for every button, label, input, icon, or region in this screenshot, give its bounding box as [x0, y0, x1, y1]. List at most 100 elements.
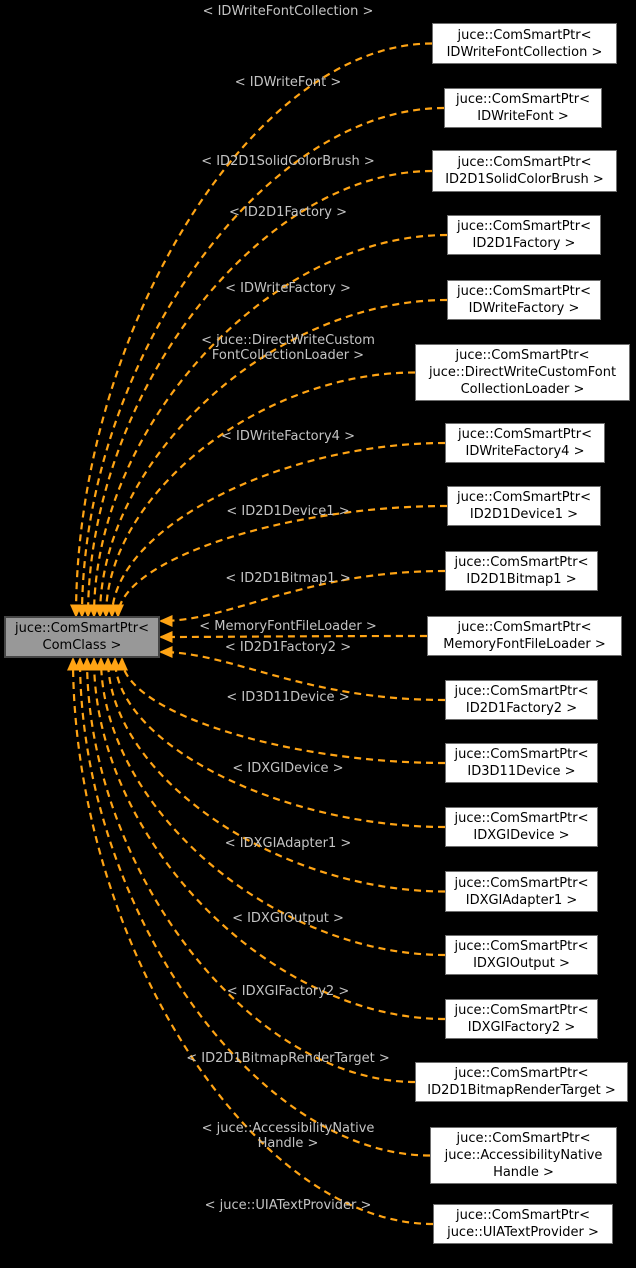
class-node-label-line: juce::ComSmartPtr< [457, 155, 592, 170]
edge-label-line: < juce::UIATextProvider > [204, 1198, 372, 1213]
edge-label-line: < ID3D11Device > [226, 690, 350, 705]
edge-label-line: < juce::AccessibilityNative [201, 1121, 375, 1136]
class-node-label-line: IDXGIDevice > [473, 828, 570, 843]
class-node-idxgidevice[interactable]: juce::ComSmartPtr<IDXGIDevice > [445, 807, 598, 847]
edge-label-memoryfontfileloader: < MemoryFontFileLoader > [128, 619, 448, 634]
edge-curve-juce-accessibilitynativehandle [74, 657, 431, 1157]
class-node-id2d1factory2[interactable]: juce::ComSmartPtr<ID2D1Factory2 > [445, 680, 598, 720]
edge-label-line: < IDXGIFactory2 > [226, 984, 350, 999]
edge-label-line: < IDXGIDevice > [232, 761, 344, 776]
edge-curve-juce-uiatextprovider [67, 657, 434, 1226]
class-node-juce-accessibilitynativehandle[interactable]: juce::ComSmartPtr<juce::AccessibilityNat… [430, 1127, 617, 1184]
class-node-label-line: juce::ComSmartPtr< [15, 621, 149, 636]
edge-label-id2d1bitmap1: < ID2D1Bitmap1 > [128, 571, 448, 586]
edge-label-id2d1factory: < ID2D1Factory > [128, 205, 448, 220]
edge-label-line: FontCollectionLoader > [211, 348, 365, 363]
class-node-label-line: IDWriteFont > [477, 109, 569, 124]
edge-curve-idxgioutput [95, 657, 446, 957]
edge-label-idxgifactory2: < IDXGIFactory2 > [128, 984, 448, 999]
edge-curve-memoryfontfileloader [159, 630, 428, 643]
class-node-idwritefont[interactable]: juce::ComSmartPtr<IDWriteFont > [444, 88, 602, 128]
class-node-idxgifactory2[interactable]: juce::ComSmartPtr<IDXGIFactory2 > [445, 999, 598, 1039]
class-node-idwritefactory[interactable]: juce::ComSmartPtr<IDWriteFactory > [447, 280, 601, 320]
class-node-idwritefontcollection[interactable]: juce::ComSmartPtr<IDWriteFontCollection … [432, 23, 617, 64]
edge-curve-idwritefactory [94, 298, 448, 618]
class-node-label-line: juce::ComSmartPtr< [458, 427, 592, 442]
class-node-idxgiadapter1[interactable]: juce::ComSmartPtr<IDXGIAdapter1 > [445, 871, 598, 912]
class-node-label-line: ID2D1Factory > [472, 236, 576, 251]
class-node-label-line: juce::ComSmartPtr< [454, 1003, 589, 1018]
class-node-label-line: juce::ComSmartPtr< [454, 555, 589, 570]
class-node-id2d1device1[interactable]: juce::ComSmartPtr<ID2D1Device1 > [447, 486, 601, 526]
class-node-memoryfontfileloader[interactable]: juce::ComSmartPtr<MemoryFontFileLoader > [427, 616, 622, 656]
class-node-label-line: ID2D1Bitmap1 > [466, 572, 577, 587]
edge-label-id2d1bitmaprendertarget: < ID2D1BitmapRenderTarget > [128, 1051, 448, 1066]
edge-curve-juce-directwritecustomfontcollectionloader [100, 371, 416, 618]
edge-curve-id2d1solidcolorbrush [82, 169, 433, 618]
edge-label-idwritefactory4: < IDWriteFactory4 > [128, 429, 448, 444]
edge-curve-idxgidevice [109, 657, 446, 829]
edge-curve-id2d1factory [88, 233, 448, 618]
class-node-label-line: juce::AccessibilityNative [444, 1148, 603, 1163]
class-node-comsmartptr-comclass: juce::ComSmartPtr< ComClass > [4, 616, 160, 658]
edge-curve-idxgifactory2 [88, 657, 446, 1021]
edge-label-line: < ID2D1SolidColorBrush > [201, 154, 375, 169]
edge-label-line: < IDXGIOutput > [232, 911, 344, 926]
class-node-id2d1solidcolorbrush[interactable]: juce::ComSmartPtr<ID2D1SolidColorBrush > [432, 150, 617, 192]
class-node-label-line: juce::ComSmartPtr< [456, 1131, 591, 1146]
class-node-id2d1bitmaprendertarget[interactable]: juce::ComSmartPtr<ID2D1BitmapRenderTarge… [415, 1062, 628, 1102]
edge-label-line: Handle > [257, 1136, 319, 1151]
class-node-label-line: IDWriteFactory > [468, 301, 580, 316]
edge-label-juce-uiatextprovider: < juce::UIATextProvider > [128, 1198, 448, 1213]
edge-label-line: < IDWriteFactory4 > [221, 429, 355, 444]
class-node-label-line: juce::ComSmartPtr< [454, 875, 589, 891]
edge-label-id2d1solidcolorbrush: < ID2D1SolidColorBrush > [128, 154, 448, 169]
class-node-label-line: juce::ComSmartPtr< [455, 348, 590, 363]
edge-curve-idwritefont [76, 106, 445, 618]
class-node-label-line: juce::ComSmartPtr< [454, 684, 589, 699]
class-node-label-line: IDXGIOutput > [473, 956, 570, 971]
class-node-label-line: juce::UIATextProvider > [447, 1225, 599, 1240]
class-node-label-line: juce::ComSmartPtr< [457, 27, 592, 43]
edge-label-line: < IDWriteFactory > [225, 281, 351, 296]
edge-label-idxgiadapter1: < IDXGIAdapter1 > [128, 836, 448, 851]
edge-label-line: < MemoryFontFileLoader > [199, 619, 377, 634]
class-node-label-line: juce::ComSmartPtr< [456, 92, 590, 107]
class-node-id3d11device[interactable]: juce::ComSmartPtr<ID3D11Device > [445, 743, 598, 783]
class-node-label-line: ID2D1Device1 > [469, 507, 579, 522]
class-node-id2d1factory[interactable]: juce::ComSmartPtr<ID2D1Factory > [447, 215, 601, 255]
class-node-id2d1bitmap1[interactable]: juce::ComSmartPtr<ID2D1Bitmap1 > [445, 551, 598, 591]
class-node-label-line: IDWriteFactory4 > [465, 444, 585, 459]
class-node-label-line: ID2D1SolidColorBrush > [445, 172, 604, 187]
class-node-label-line: juce::ComSmartPtr< [454, 811, 589, 826]
edge-curve-id2d1device1 [112, 504, 448, 618]
class-node-label-line: juce::ComSmartPtr< [457, 620, 592, 635]
class-node-label-line: ID3D11Device > [467, 764, 576, 779]
class-node-label-line: juce::ComSmartPtr< [454, 1066, 589, 1081]
edge-label-line: < juce::DirectWriteCustom [201, 333, 375, 348]
class-node-label-line: juce::ComSmartPtr< [457, 284, 591, 299]
class-node-label-line: juce::ComSmartPtr< [454, 939, 589, 954]
edge-label-id2d1factory2: < ID2D1Factory2 > [128, 640, 448, 655]
edge-curve-id2d1factory2 [159, 646, 446, 702]
edge-label-idxgidevice: < IDXGIDevice > [128, 761, 448, 776]
edge-label-idxgioutput: < IDXGIOutput > [128, 911, 448, 926]
class-node-label-line: juce::ComSmartPtr< [456, 1208, 590, 1223]
edge-label-line: < ID2D1Factory > [229, 205, 347, 220]
class-node-label-line: IDWriteFontCollection > [446, 44, 603, 60]
edge-label-line: < ID2D1Device1 > [226, 504, 350, 519]
edge-curve-id3d11device [116, 657, 446, 765]
class-node-idwritefactory4[interactable]: juce::ComSmartPtr<IDWriteFactory4 > [445, 423, 605, 463]
class-node-label-line: IDXGIFactory2 > [467, 1020, 576, 1035]
edge-curve-id2d1bitmap1 [159, 569, 446, 627]
class-node-label-line: IDXGIAdapter1 > [465, 892, 578, 908]
class-node-idxgioutput[interactable]: juce::ComSmartPtr<IDXGIOutput > [445, 935, 598, 975]
class-node-juce-directwritecustomfontcollectionloader[interactable]: juce::ComSmartPtr<juce::DirectWriteCusto… [415, 344, 630, 401]
class-node-label-line: juce::ComSmartPtr< [457, 219, 591, 234]
edge-curve-id2d1bitmaprendertarget [81, 657, 416, 1084]
class-node-juce-uiatextprovider[interactable]: juce::ComSmartPtr<juce::UIATextProvider … [433, 1204, 613, 1244]
class-node-label-line: juce::ComSmartPtr< [454, 747, 589, 762]
